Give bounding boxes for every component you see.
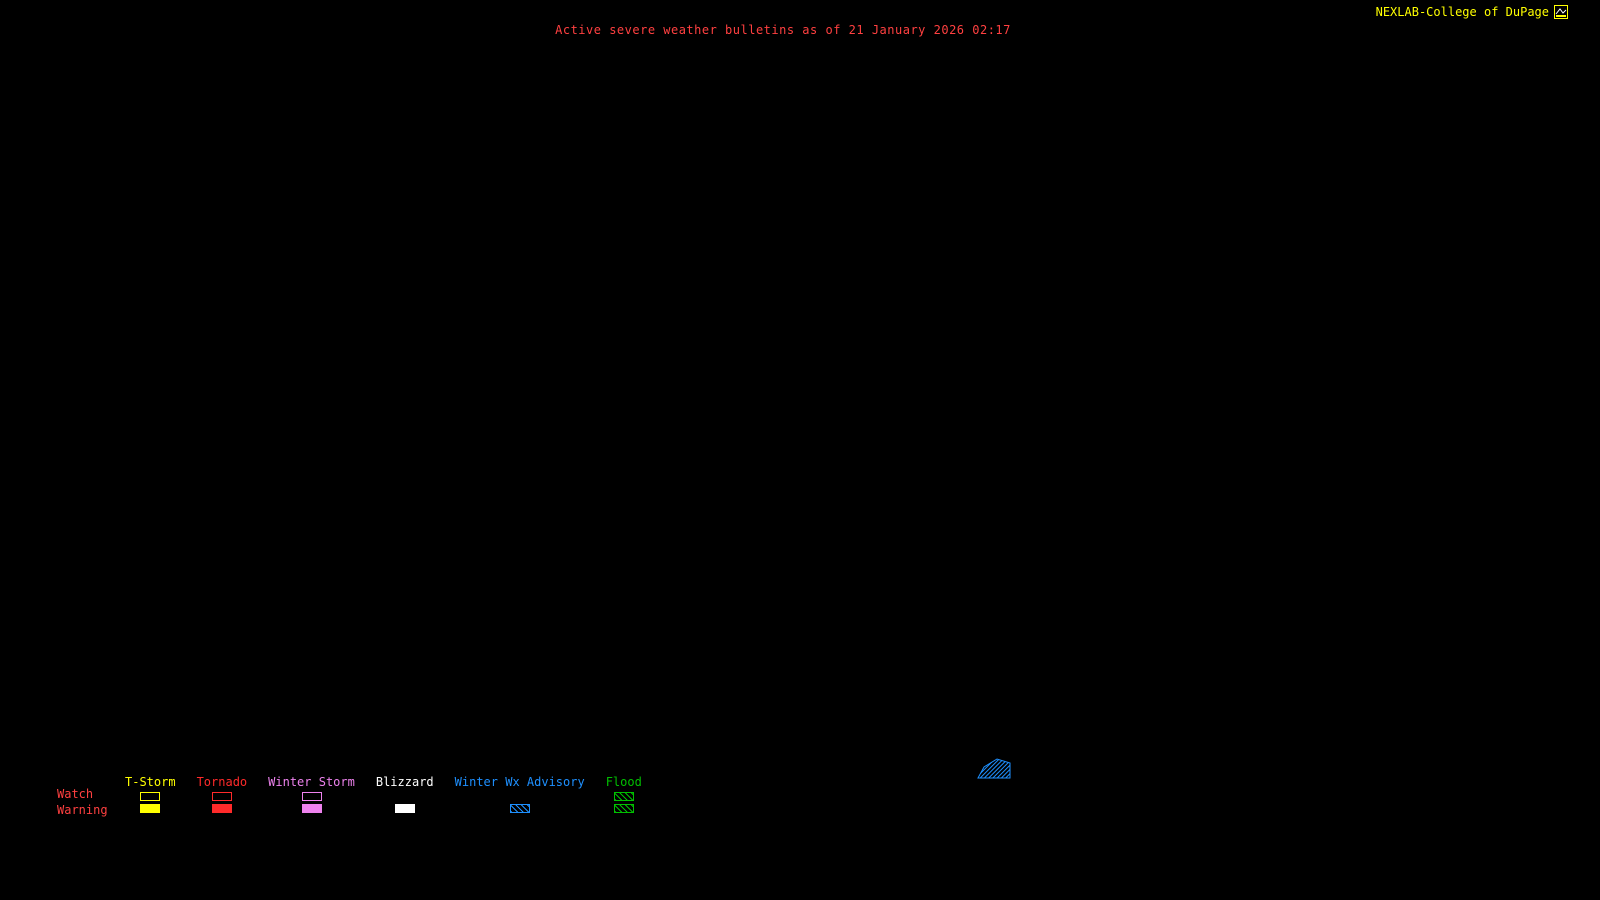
legend-watch-swatch bbox=[613, 792, 634, 801]
legend-label: Blizzard bbox=[375, 775, 434, 789]
legend-label: Winter Wx Advisory bbox=[454, 775, 585, 789]
legend-watch-swatch bbox=[140, 792, 161, 801]
legend-col-flood: Flood bbox=[606, 776, 642, 813]
legend-label: Winter Storm bbox=[268, 775, 355, 789]
brand-text: NEXLAB-College of DuPage bbox=[1375, 5, 1549, 19]
legend-warning-swatch bbox=[301, 804, 322, 813]
legend-col-t-storm: T-Storm bbox=[125, 776, 176, 813]
brand: NEXLAB-College of DuPage bbox=[1376, 5, 1568, 19]
legend-col-winter-wx-advisory: Winter Wx Advisory bbox=[455, 776, 585, 813]
legend-warning-swatch bbox=[394, 804, 415, 813]
legend-watch-row-label: Watch bbox=[57, 787, 94, 801]
legend-col-tornado: Tornado bbox=[196, 775, 248, 813]
legend-warning-swatch bbox=[613, 804, 634, 813]
bulletin-title: Active severe weather bulletins as of 21… bbox=[555, 23, 1011, 37]
legend-col-blizzard: Blizzard bbox=[376, 776, 434, 813]
legend-warning-swatch bbox=[140, 804, 161, 813]
legend-col-winter-storm: Winter Storm bbox=[268, 776, 355, 813]
legend-warning-swatch bbox=[211, 804, 232, 813]
winter-wx-advisory-region bbox=[977, 758, 1011, 779]
legend-warning-row-label: Warning bbox=[57, 803, 108, 817]
legend-label: Flood bbox=[605, 775, 642, 789]
legend-label: Tornado bbox=[196, 775, 248, 789]
legend-label: T-Storm bbox=[125, 775, 176, 789]
legend-warning-swatch bbox=[509, 804, 530, 813]
brand-logo-icon bbox=[1554, 5, 1568, 19]
legend-columns: T-Storm Tornado Winter Storm Blizzard Winter… bbox=[125, 776, 642, 813]
legend-watch-swatch bbox=[301, 792, 322, 801]
advisory-polygon bbox=[977, 758, 1011, 779]
legend-watch-swatch bbox=[211, 792, 232, 801]
